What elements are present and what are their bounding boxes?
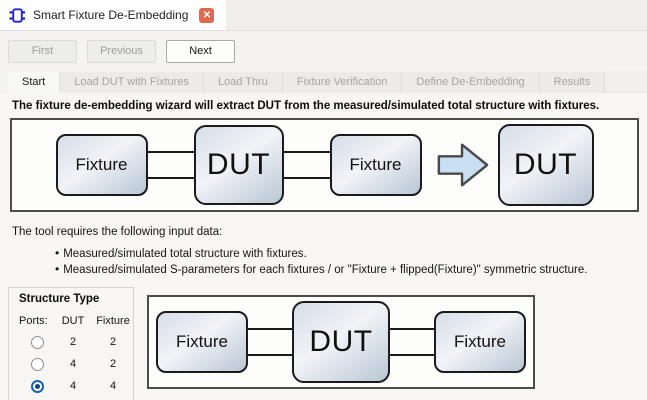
requires-text: The tool requires the following input da… — [12, 226, 223, 238]
ports-header: Ports: — [19, 315, 48, 327]
dut-ports-value: 4 — [69, 358, 77, 370]
fixture-right-node: Fixture — [434, 311, 526, 373]
structure-preview-diagram: Fixture DUT Fixture — [147, 295, 535, 389]
tab-define-de-embedding[interactable]: Define De-Embedding — [402, 72, 540, 93]
tab-results[interactable]: Results — [539, 72, 606, 93]
tabstrip-filler — [605, 71, 647, 93]
dut-ports-value: 2 — [69, 336, 77, 348]
fixture-left-node: Fixture — [55, 134, 148, 196]
connector-lines — [283, 151, 330, 179]
next-button[interactable]: Next — [166, 40, 235, 63]
deembedding-diagram: Fixture DUT Fixture DUT — [10, 118, 639, 212]
list-item: Measured/simulated total structure with … — [55, 246, 647, 262]
radio-ports-4-2[interactable] — [30, 358, 44, 371]
wizard-tabstrip: Start Load DUT with Fixtures Load Thru F… — [0, 71, 647, 93]
dut-node: DUT — [292, 301, 390, 383]
fixture-header: Fixture — [96, 315, 130, 327]
fixture-right-node: Fixture — [329, 134, 422, 196]
radio-ports-4-4[interactable] — [30, 380, 44, 393]
start-tab-content: The fixture de-embedding wizard will ext… — [0, 93, 647, 400]
radio-ports-2-2[interactable] — [30, 336, 44, 349]
connector-lines — [147, 151, 194, 179]
previous-button[interactable]: Previous — [87, 40, 156, 63]
tab-start[interactable]: Start — [8, 72, 61, 93]
structure-type-title: Structure Type — [19, 293, 100, 305]
window-title: Smart Fixture De-Embedding — [33, 8, 189, 22]
document-tab[interactable]: Smart Fixture De-Embedding ✕ — [0, 0, 227, 30]
input-data-list: Measured/simulated total structure with … — [0, 242, 647, 278]
dut-node: DUT — [193, 125, 284, 205]
connector-lines — [248, 328, 292, 356]
result-dut-node: DUT — [497, 124, 594, 206]
first-button[interactable]: First — [8, 40, 77, 63]
wizard-nav-toolbar: First Previous Next — [0, 31, 647, 71]
list-item: Measured/simulated S-parameters for each… — [55, 262, 647, 278]
right-arrow-icon — [434, 136, 492, 194]
dut-ports-value: 4 — [69, 380, 77, 392]
connector-lines — [390, 328, 434, 356]
fixture-ports-value: 2 — [109, 336, 117, 348]
chip-icon — [9, 7, 26, 23]
tab-fixture-verification[interactable]: Fixture Verification — [282, 72, 403, 93]
fixture-ports-value: 2 — [109, 358, 117, 370]
dut-header: DUT — [61, 315, 85, 327]
tab-load-dut-with-fixtures[interactable]: Load DUT with Fixtures — [60, 72, 204, 93]
structure-type-groupbox: Structure Type Ports: DUT Fixture 2 2 4 … — [8, 287, 134, 400]
close-icon[interactable]: ✕ — [199, 7, 215, 23]
tab-load-thru[interactable]: Load Thru — [203, 72, 283, 93]
fixture-left-node: Fixture — [156, 311, 248, 373]
bottom-section: Structure Type Ports: DUT Fixture 2 2 4 … — [0, 287, 647, 400]
fixture-ports-value: 4 — [109, 380, 117, 392]
title-bar: Smart Fixture De-Embedding ✕ — [0, 0, 647, 31]
wizard-description: The fixture de-embedding wizard will ext… — [12, 100, 600, 112]
ports-table: Ports: DUT Fixture 2 2 4 2 4 4 — [19, 315, 133, 393]
